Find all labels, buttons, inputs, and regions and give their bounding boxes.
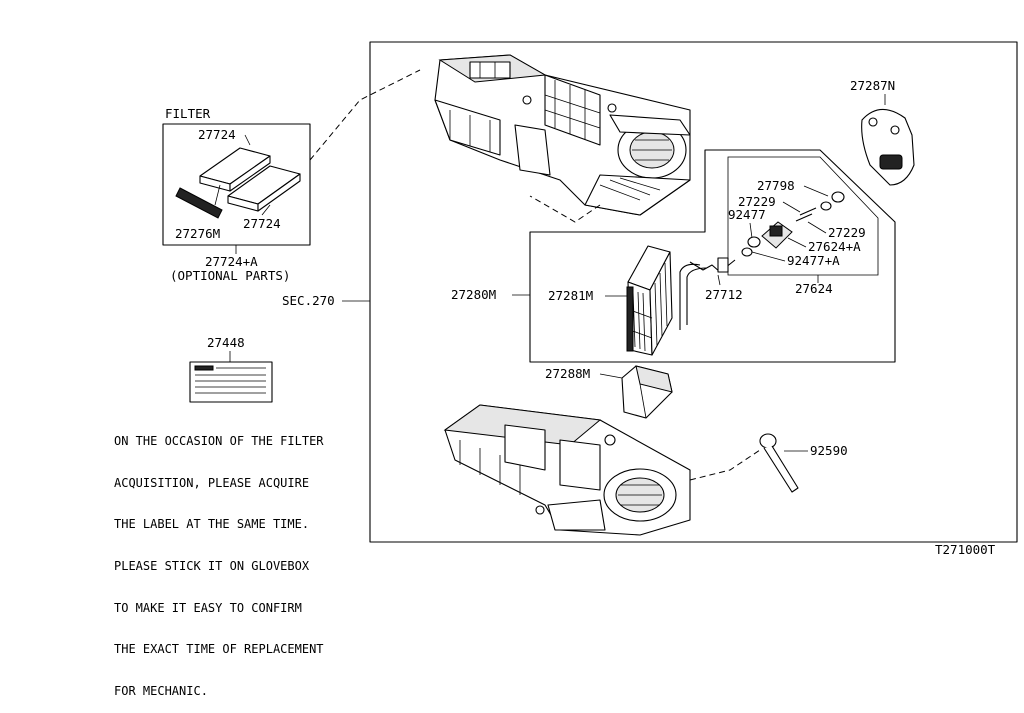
- seal-b-part-label: 92477+A: [787, 253, 840, 268]
- evaporator-frame: [529, 149, 896, 363]
- bracket-part-label: 27288M: [545, 366, 590, 381]
- label-sticker-drawing: [189, 361, 273, 403]
- pipe-part-label: 27712: [705, 287, 743, 302]
- bracket-drawing: [621, 365, 673, 419]
- valve-part-label: 27624: [795, 281, 833, 296]
- pipe-drawing: [679, 257, 736, 330]
- cover-part-label: 27287N: [850, 78, 895, 93]
- valve-kit-part-label: 27624+A: [808, 239, 861, 254]
- parts-diagram: FILTER 27724 27724 27276M 27724+A (OPTIO…: [162, 41, 1018, 557]
- note-line: ACQUISITION, PLEASE ACQUIRE: [114, 475, 310, 490]
- note-line: PLEASE STICK IT ON GLOVEBOX: [114, 558, 310, 573]
- note-line: THE EXACT TIME OF REPLACEMENT: [114, 642, 324, 657]
- filter-kit-note: (OPTIONAL PARTS): [170, 268, 290, 283]
- hose-leader: [689, 449, 761, 481]
- hvac-lower-case-drawing: [443, 404, 691, 536]
- hvac-upper-case-drawing: [434, 54, 691, 216]
- cabin-filter-drawing: [175, 134, 301, 219]
- hvac-leader: [529, 195, 601, 223]
- note-line: FOR MECHANIC.: [114, 684, 208, 699]
- note-line: THE LABEL AT THE SAME TIME.: [114, 517, 310, 532]
- filter-leader: [309, 69, 421, 161]
- valve-frame: [727, 156, 879, 276]
- seal-a-part-label: 92477: [728, 207, 766, 222]
- expansion-valve-drawing: [741, 191, 845, 257]
- filter-title: FILTER: [165, 106, 211, 121]
- hose-part-label: 92590: [810, 443, 848, 458]
- filter-part-right-label: 27724: [243, 216, 281, 231]
- drain-hose-drawing: [759, 433, 799, 493]
- cover-plate-drawing: [861, 108, 915, 186]
- evaporator-core-drawing: [626, 245, 673, 356]
- oring-a-part-label: 27229: [738, 194, 776, 209]
- diagram-code: T271000T: [935, 542, 996, 557]
- main-frame: [369, 41, 1018, 543]
- filter-part-bottom-label: 27276M: [175, 226, 220, 241]
- screw-part-label: 27798: [757, 178, 795, 193]
- filter-part-top-label: 27724: [198, 127, 236, 142]
- note-line: ON THE OCCASION OF THE FILTER: [114, 433, 324, 448]
- evap-core-part-label: 27281M: [548, 288, 593, 303]
- filter-box: [162, 123, 311, 246]
- sec-label: SEC.270: [282, 293, 335, 308]
- evap-assy-part-label: 27280M: [451, 287, 496, 302]
- oring-b-part-label: 27229: [828, 225, 866, 240]
- filter-kit-number: 27724+A: [205, 254, 258, 269]
- label-part-number: 27448: [207, 335, 245, 350]
- note-line: TO MAKE IT EASY TO CONFIRM: [114, 600, 302, 615]
